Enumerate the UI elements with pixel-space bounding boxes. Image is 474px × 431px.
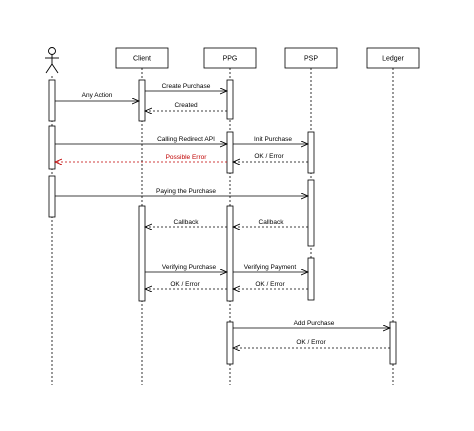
psp-header: PSP xyxy=(284,47,338,69)
message-label: Verifying Purchase xyxy=(162,264,217,271)
message-any-action: Any Action xyxy=(55,92,139,101)
actor-activation-3 xyxy=(48,175,56,218)
message-ok-error-psp-ppg-2: OK / Error xyxy=(233,281,308,289)
message-created: Created xyxy=(145,102,227,111)
message-label: Init Purchase xyxy=(254,136,292,143)
message-callback-ppg-client: Callback xyxy=(145,219,227,227)
client-activation-1 xyxy=(138,79,146,122)
actor-activation-1 xyxy=(48,79,56,122)
message-label: OK / Error xyxy=(170,281,200,288)
message-add-purchase: Add Purchase xyxy=(233,320,390,328)
message-label: Created xyxy=(174,102,198,109)
message-label: OK / Error xyxy=(296,339,326,346)
ppg-label: PPG xyxy=(223,56,238,63)
client-label: Client xyxy=(133,56,151,63)
ledger-header: Ledger xyxy=(366,47,420,69)
message-ok-error-psp-ppg-1: OK / Error xyxy=(233,153,308,162)
message-callback-psp-ppg: Callback xyxy=(233,219,308,227)
ppg-activation-2 xyxy=(226,131,234,174)
psp-activation-1 xyxy=(307,131,315,174)
message-ok-error-ledger-ppg: OK / Error xyxy=(233,339,390,348)
actor-activation-2 xyxy=(48,125,56,170)
ppg-activation-3 xyxy=(226,205,234,302)
psp-activation-2 xyxy=(307,179,315,247)
actor-icon xyxy=(45,47,59,74)
message-label: Create Purchase xyxy=(162,83,211,90)
psp-activation-3 xyxy=(307,257,315,301)
message-label: Callback xyxy=(259,219,285,226)
client-activation-2 xyxy=(138,205,146,302)
ppg-activation-1 xyxy=(226,79,234,120)
client-header: Client xyxy=(115,47,169,69)
message-ok-error-ppg-client: OK / Error xyxy=(145,281,227,289)
message-label: Possible Error xyxy=(166,154,208,161)
ppg-header: PPG xyxy=(203,47,257,69)
message-paying-the-purchase: Paying the Purchase xyxy=(55,188,308,196)
message-label: OK / Error xyxy=(255,281,285,288)
message-possible-error: Possible Error xyxy=(55,154,227,162)
message-label: Any Action xyxy=(82,92,113,99)
message-label: Paying the Purchase xyxy=(156,188,216,195)
message-label: Calling Redirect API xyxy=(157,136,215,143)
message-label: OK / Error xyxy=(254,153,284,160)
ledger-activation-1 xyxy=(389,321,397,365)
message-verifying-payment: Verifying Payment xyxy=(233,264,308,272)
message-create-purchase: Create Purchase xyxy=(145,83,227,91)
psp-label: PSP xyxy=(304,56,318,63)
message-init-purchase: Init Purchase xyxy=(233,136,308,144)
message-label: Verifying Payment xyxy=(244,264,297,271)
message-verifying-purchase: Verifying Purchase xyxy=(145,264,227,272)
message-calling-redirect-api: Calling Redirect API xyxy=(55,136,227,144)
message-label: Add Purchase xyxy=(294,320,335,327)
ledger-label: Ledger xyxy=(382,56,404,63)
message-label: Callback xyxy=(174,219,200,226)
ppg-activation-4 xyxy=(226,321,234,365)
